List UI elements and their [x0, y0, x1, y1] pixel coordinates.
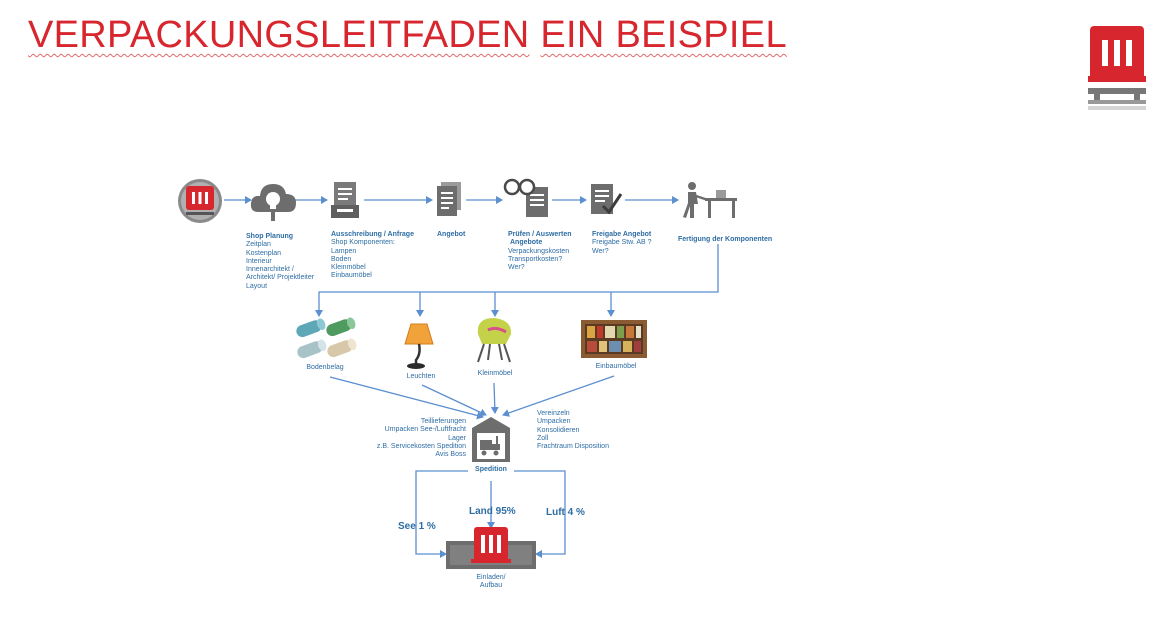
document-tray-icon — [331, 182, 359, 218]
component-label-bodenbelag: Bodenbelag — [306, 364, 344, 371]
route-sea — [415, 470, 468, 558]
glasses-document-icon — [503, 178, 548, 217]
step-line: Zeitplan — [246, 241, 271, 249]
store-logo-icon — [446, 527, 536, 569]
brand-logo-icon — [1088, 26, 1146, 110]
title-word-1: VERPACKUNGSLEITFADEN — [28, 14, 530, 56]
note-line: Frachtraum Disposition — [537, 443, 609, 451]
arrow-lamp-spedition — [421, 384, 487, 417]
note-line: Konsolidieren — [537, 426, 580, 434]
destination-label: Einladen/ Aufbau — [466, 574, 516, 591]
note-line: Vereinzeln — [537, 410, 570, 417]
step-line: Boden — [331, 255, 352, 263]
component-label-leuchten: Leuchten — [406, 373, 436, 380]
component-label-kleinmoebel: Kleinmöbel — [477, 370, 513, 377]
step-line: Kleinmöbel — [331, 264, 366, 272]
flooring-rolls-icon — [296, 317, 357, 359]
step-freigabe: Freigabe Angebot Freigabe Stw. AB ? Wer? — [592, 231, 652, 256]
title-word-2: EIN BEISPIEL — [540, 14, 787, 56]
route-label-land: Land 95% — [469, 506, 516, 517]
step-title: Ausschreibung / Anfrage — [331, 231, 414, 238]
step-pruefen: Prüfen / Auswerten Angebote Verpackungsk… — [508, 231, 572, 272]
checked-document-icon — [591, 184, 623, 215]
note-line: Zoll — [537, 434, 549, 442]
step-line: Shop Komponenten: — [331, 239, 395, 247]
note-line: Umpacken See-/Luftfracht — [384, 426, 466, 434]
step-line: Architekt/ Projektleiter — [246, 274, 315, 282]
step-line: Innenarchitekt / — [246, 266, 294, 274]
step-title: Freigabe Angebot — [592, 231, 652, 238]
warehouse-forklift-icon — [472, 417, 510, 462]
arrow-cabinet-spedition — [502, 375, 615, 417]
step-shop-planung: Shop Planung Zeitplan Kostenplan Interie… — [246, 233, 314, 291]
step-title: Prüfen / Auswerten — [508, 231, 572, 238]
note-line: z.B. Servicekosten Spedition — [376, 442, 466, 450]
page-title: VERPACKUNGSLEITFADEN EIN BEISPIEL — [28, 14, 787, 57]
destination-line: Aufbau — [479, 582, 503, 590]
chair-icon — [477, 318, 512, 363]
logo-red-icon — [178, 179, 222, 223]
arrow-chair-spedition — [490, 382, 499, 414]
spedition-left-notes: Teillieferungen Umpacken See-/Luftfracht… — [340, 418, 466, 459]
step-title: Shop Planung — [246, 233, 294, 240]
step-line: Freigabe Stw. AB ? — [592, 239, 652, 247]
note-line: Teillieferungen — [420, 418, 466, 425]
step-line: Wer? — [508, 264, 525, 272]
step-line: Transportkosten? — [508, 255, 563, 263]
lamp-icon — [404, 323, 434, 369]
production-line — [315, 244, 719, 317]
step-line: Verpackungskosten — [508, 247, 570, 255]
step-title: Angebot — [437, 231, 466, 238]
step-line: Kostenplan — [246, 249, 282, 257]
step-ausschreibung: Ausschreibung / Anfrage Shop Komponenten… — [331, 231, 414, 281]
cabinet-icon — [581, 320, 647, 358]
route-label-sea: See 1 % — [398, 521, 436, 532]
component-label-einbaumoebel: Einbaumöbel — [595, 363, 637, 370]
route-air — [514, 470, 566, 558]
step-line: Wer? — [592, 247, 609, 255]
spedition-label: Spedition — [475, 466, 507, 473]
arrow-flooring-spedition — [329, 376, 484, 420]
step-angebot: Angebot — [437, 231, 465, 239]
spedition-right-notes: Vereinzeln Umpacken Konsolidieren Zoll F… — [537, 410, 609, 451]
step-line: Interieur — [246, 257, 272, 265]
destination-line: Einladen/ — [476, 574, 506, 581]
route-label-air: Luft 4 % — [546, 507, 585, 518]
step-line: Lampen — [331, 247, 357, 255]
note-line: Umpacken — [537, 418, 571, 426]
step-title-2: Angebote — [510, 239, 543, 247]
step-line: Einbaumöbel — [331, 272, 372, 280]
step-fertigung: Fertigung der Komponenten — [678, 236, 772, 244]
step-line: Layout — [246, 282, 268, 290]
documents-icon — [437, 182, 461, 216]
cloud-lightbulb-icon — [250, 184, 296, 221]
note-line: Lager — [448, 434, 466, 442]
note-line: Avis Boss — [435, 451, 466, 459]
worker-desk-icon — [683, 182, 737, 218]
step-title: Fertigung der Komponenten — [678, 236, 773, 243]
